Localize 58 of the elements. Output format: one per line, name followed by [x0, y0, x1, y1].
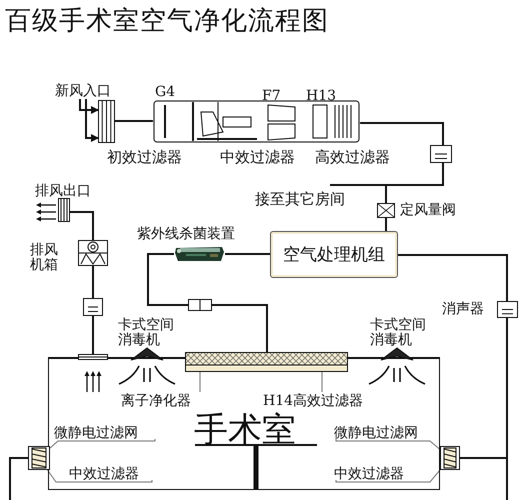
duct-line [70, 211, 94, 240]
duct-line [360, 122, 444, 145]
hepa-filter-bar [185, 352, 348, 372]
arrow [85, 99, 99, 142]
duct-line [385, 218, 387, 231]
component-label: 离子净化器 [121, 394, 209, 409]
filter-grade-label: F7 [262, 89, 281, 104]
component-label: 接至其它房间 [255, 191, 345, 207]
valve-symbol [377, 203, 395, 218]
equipment-label: 卡式空间消毒机 [118, 318, 175, 348]
duct-line [460, 318, 508, 459]
duct-line [9, 457, 28, 500]
duct-line [147, 253, 188, 306]
exhaust-grille [58, 198, 70, 222]
equipment-label: 定风量阀 [400, 203, 457, 218]
air-handling-unit-box: 空气处理机组 [270, 231, 398, 278]
component-label: 初效过滤器 [107, 149, 182, 165]
damper-symbol [188, 299, 212, 311]
silencer-symbol [430, 145, 452, 163]
duct-line [92, 316, 94, 354]
damper-symbol [83, 298, 103, 316]
equipment-label: 紫外线杀菌装置 [137, 227, 236, 242]
leader-line [47, 470, 152, 482]
filter-label: 中效过滤器 [334, 467, 419, 482]
silencer-symbol [497, 301, 518, 318]
filter-grade-label: G4 [155, 85, 176, 100]
duct-line [398, 254, 508, 301]
air-handler-drawing [153, 100, 360, 143]
filter-label: 中效过滤器 [69, 467, 156, 482]
ceiling-disinfector [380, 347, 414, 361]
ceiling-disinfector [130, 347, 164, 361]
equipment-label: 排风出口 [35, 184, 92, 199]
room-label: 手术室 [194, 411, 296, 449]
fresh-air-grille [98, 100, 115, 143]
component-label: H14高效过滤器 [263, 394, 375, 409]
diagram-title: 百级手术室空气净化流程图 [5, 6, 329, 36]
component-label: 高效过滤器 [315, 149, 390, 165]
exhaust-grille [78, 354, 108, 360]
inlet-label: 新风入口 [55, 84, 121, 99]
filter-label: 微静电过滤网 [54, 426, 159, 441]
arrow [79, 99, 99, 114]
duct-line [212, 304, 268, 352]
leader-line [50, 438, 156, 449]
filter-label: 微静电过滤网 [334, 426, 439, 441]
equipment-label: 排风机箱 [30, 243, 59, 273]
leader-line [336, 438, 440, 450]
return-air-grille [440, 446, 460, 470]
leader-line [336, 470, 440, 482]
equipment-label: 卡式空间消毒机 [370, 318, 427, 348]
duct-line [225, 253, 270, 255]
duct-line [92, 266, 94, 298]
duct-line [115, 120, 153, 122]
return-air-grille [28, 446, 50, 470]
picture [174, 246, 225, 262]
duct-line [385, 163, 444, 203]
exhaust-fan-box [78, 240, 108, 266]
equipment-label: 消声器 [442, 302, 485, 317]
filter-grade-label: H13 [306, 89, 336, 104]
